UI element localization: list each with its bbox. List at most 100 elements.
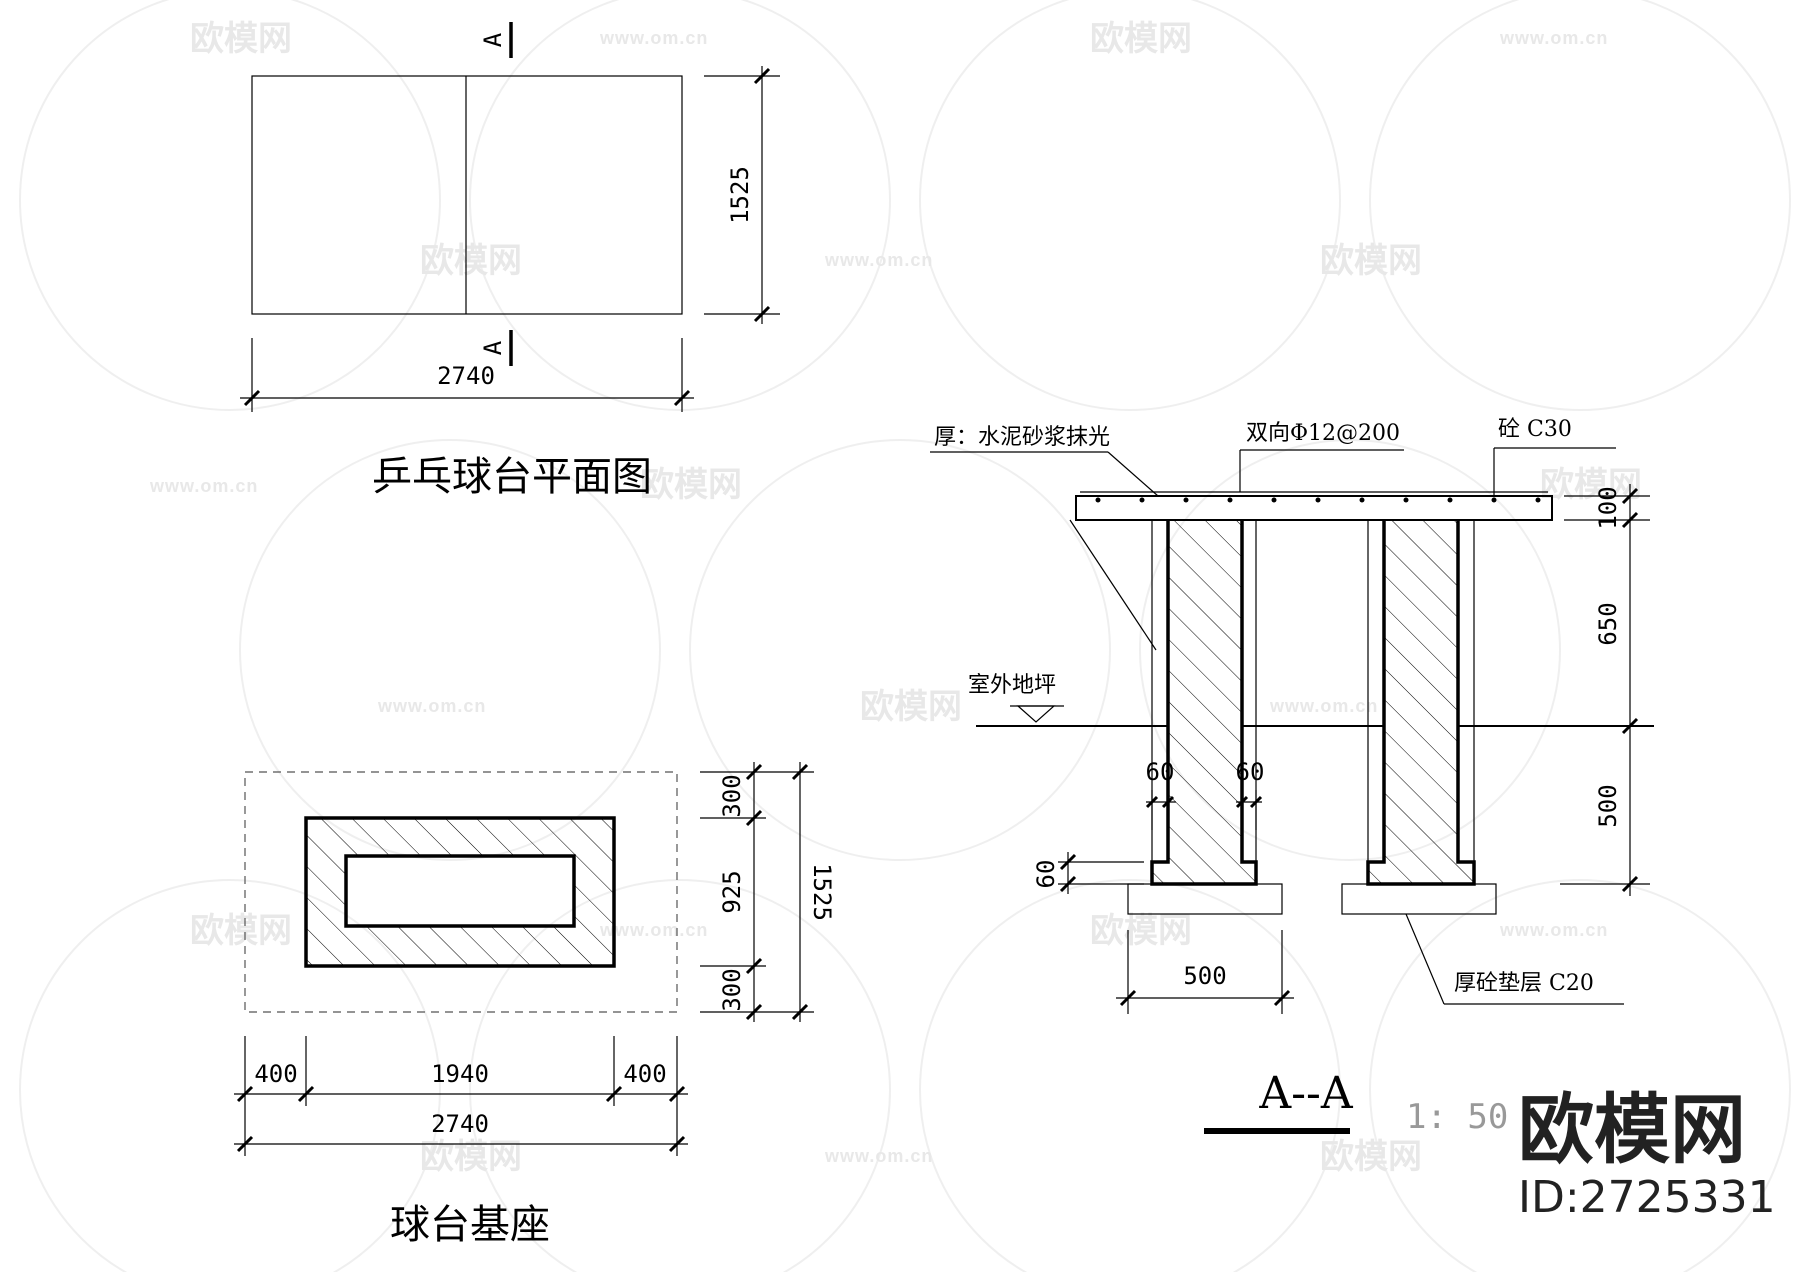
base-dim-overall: 1525 (808, 863, 836, 921)
watermark-url: www.om.cn (599, 920, 708, 940)
section-dim-step: 60 (1032, 860, 1060, 889)
right-cushion (1341, 883, 1497, 915)
plan-title: 乒乓球台平面图 (372, 454, 652, 500)
dim-tick (1059, 875, 1077, 893)
dim-tick (1145, 795, 1159, 809)
section-scale: 1: 50 (1406, 1097, 1508, 1137)
watermark-brand: 欧模网 (1090, 20, 1192, 58)
dim-tick (1621, 875, 1639, 893)
base-dim-left: 400 (254, 1060, 297, 1088)
note-ground: 室外地坪 (968, 673, 1056, 698)
watermark-url: www.om.cn (824, 250, 933, 270)
dim-tick (1059, 853, 1077, 871)
watermark-url: www.om.cn (1499, 920, 1608, 940)
watermark-layer: 欧模网 www.om.cn 欧模网 www.om.cn 欧模网 www.om.c… (19, 0, 1791, 1272)
brand-logo: 欧模网 ID:2725331 (1518, 1085, 1776, 1223)
dim-tick (1621, 511, 1639, 529)
base-view: 300 925 300 1525 400 1940 400 2740 球台基座 (234, 762, 836, 1248)
watermark-brand: 欧模网 (1320, 1138, 1422, 1176)
section-title-underline (1204, 1128, 1350, 1134)
dim-tick (668, 1085, 686, 1103)
logo-id: ID:2725331 (1518, 1172, 1776, 1223)
base-dim-total: 2740 (431, 1110, 489, 1138)
dim-tick (1119, 989, 1137, 1007)
dim-tick (605, 1085, 623, 1103)
left-cushion (1127, 883, 1283, 915)
dim-tick (1235, 795, 1249, 809)
dim-tick (745, 957, 763, 975)
dim-tick (673, 389, 691, 407)
section-title: A--A (1258, 1068, 1354, 1119)
dim-tick (1621, 487, 1639, 505)
base-dim-right: 400 (623, 1060, 666, 1088)
section-dim-offset-right: 60 (1236, 758, 1265, 786)
dim-tick (236, 1085, 254, 1103)
dim-tick (745, 809, 763, 827)
base-inner-void (344, 854, 576, 928)
dim-tick (753, 305, 771, 323)
dim-tick (668, 1135, 686, 1153)
watermark-brand: 欧模网 (640, 466, 742, 504)
dim-tick (1161, 795, 1175, 809)
note-concrete: 砼 C30 (1498, 417, 1572, 442)
dim-tick (791, 763, 809, 781)
watermark-brand: 欧模网 (1320, 242, 1422, 280)
note-cushion: 厚砼垫层 C20 (1454, 971, 1594, 996)
base-dim-top: 300 (718, 774, 746, 817)
dim-tick (297, 1085, 315, 1103)
base-title: 球台基座 (390, 1202, 550, 1248)
watermark-brand: 欧模网 (860, 688, 962, 726)
dim-tick (236, 1135, 254, 1153)
watermark-url: www.om.cn (599, 28, 708, 48)
right-pier-hatch (1368, 520, 1474, 884)
note-mortar: 厚：水泥砂浆抹光 (934, 425, 1110, 450)
base-footprint-dashed (244, 771, 678, 1013)
plan-view: A A 1525 2740 乒乓球台平面图 (240, 22, 780, 500)
section-dim-footing: 500 (1183, 962, 1226, 990)
section-view: 室外地坪 厚：水泥砂浆抹光 双向Φ12@200 砼 C30 厚砼垫层 C20 1… (930, 417, 1654, 1137)
section-dim-above: 650 (1594, 602, 1622, 645)
leader-line (1405, 913, 1445, 1005)
ground-level-symbol (1016, 705, 1056, 723)
base-dim-mid: 1940 (431, 1060, 489, 1088)
dim-tick (745, 763, 763, 781)
section-dim-below: 500 (1594, 784, 1622, 827)
section-dim-offset-left: 60 (1146, 758, 1175, 786)
left-pier-hatch (1152, 520, 1256, 884)
watermark-url: www.om.cn (1269, 696, 1378, 716)
table-slab (1075, 495, 1553, 521)
watermark-url: www.om.cn (824, 1146, 933, 1166)
plan-table-outline (251, 75, 683, 315)
watermark-brand: 欧模网 (1540, 466, 1642, 504)
watermark-url: www.om.cn (1499, 28, 1608, 48)
leader-line (1107, 451, 1159, 497)
base-wall-hatch (306, 818, 614, 966)
dim-tick (753, 67, 771, 85)
section-mark-bottom-label: A (479, 340, 507, 355)
dim-tick (745, 1003, 763, 1021)
base-outer-wall (304, 816, 616, 968)
base-dim-bottom: 300 (718, 968, 746, 1011)
note-rebar: 双向Φ12@200 (1246, 421, 1400, 446)
section-dim-slab: 100 (1594, 486, 1622, 529)
base-dim-center: 925 (718, 870, 746, 913)
plan-dim-height: 1525 (726, 166, 754, 224)
watermark-arcs (19, 0, 1791, 1272)
watermark-brand: 欧模网 (420, 242, 522, 280)
dim-tick (791, 1003, 809, 1021)
dim-tick (1249, 795, 1263, 809)
watermark-brand: 欧模网 (1090, 912, 1192, 950)
dim-tick (1621, 717, 1639, 735)
dim-tick (243, 389, 261, 407)
watermark-url: www.om.cn (377, 696, 486, 716)
logo-brand: 欧模网 (1518, 1085, 1746, 1174)
section-mark-top-label: A (479, 32, 507, 47)
plan-dim-width: 2740 (437, 362, 495, 390)
watermark-brand: 欧模网 (190, 20, 292, 58)
watermark-brand: 欧模网 (190, 912, 292, 950)
leader-line (1069, 519, 1157, 651)
watermark-url: www.om.cn (149, 476, 258, 496)
rebar-dots (1095, 497, 1541, 503)
dim-tick (1273, 989, 1291, 1007)
